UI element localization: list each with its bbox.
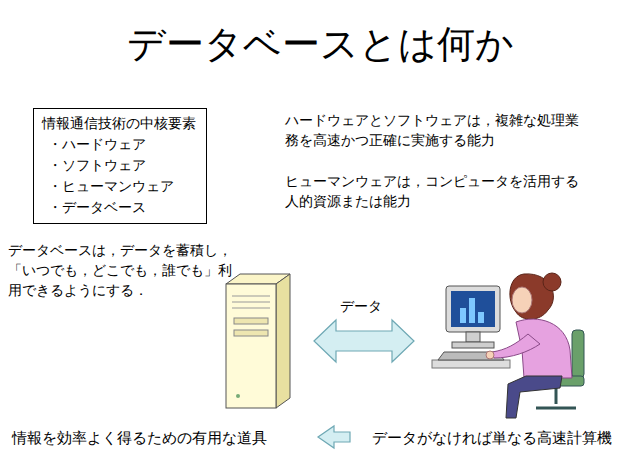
description-text: ヒューマンウェアは，コンピュータを活用する人的資源または能力	[285, 171, 585, 211]
arrow-label: データ	[340, 296, 382, 316]
box-heading: 情報通信技術の中核要素	[42, 113, 196, 134]
data-arrow	[314, 320, 414, 362]
list-item: ・ソフトウェア	[42, 155, 196, 176]
list-item: ・データベース	[42, 197, 196, 218]
title: データベースとは何か	[0, 20, 640, 68]
list-item: ・ヒューマンウェア	[42, 176, 196, 197]
result-arrow	[318, 426, 350, 448]
conclusion-text: 情報を効率よく得るための有用な道具	[12, 428, 267, 448]
description-text: ハードウェアとソフトウェアは，複雑な処理業務を高速かつ正確に実施する能力	[285, 110, 585, 150]
premise-text: データがなければ単なる高速計算機	[372, 428, 612, 448]
description-text: データベースは，データを蓄積し，「いつでも，どこでも，誰でも」利用できるようにす…	[8, 240, 236, 300]
element-list-box: 情報通信技術の中核要素・ハードウェア・ソフトウェア・ヒューマンウェア・データベー…	[33, 108, 207, 224]
list-item: ・ハードウェア	[42, 134, 196, 155]
user-at-computer	[432, 273, 584, 418]
server-icon	[226, 274, 290, 408]
